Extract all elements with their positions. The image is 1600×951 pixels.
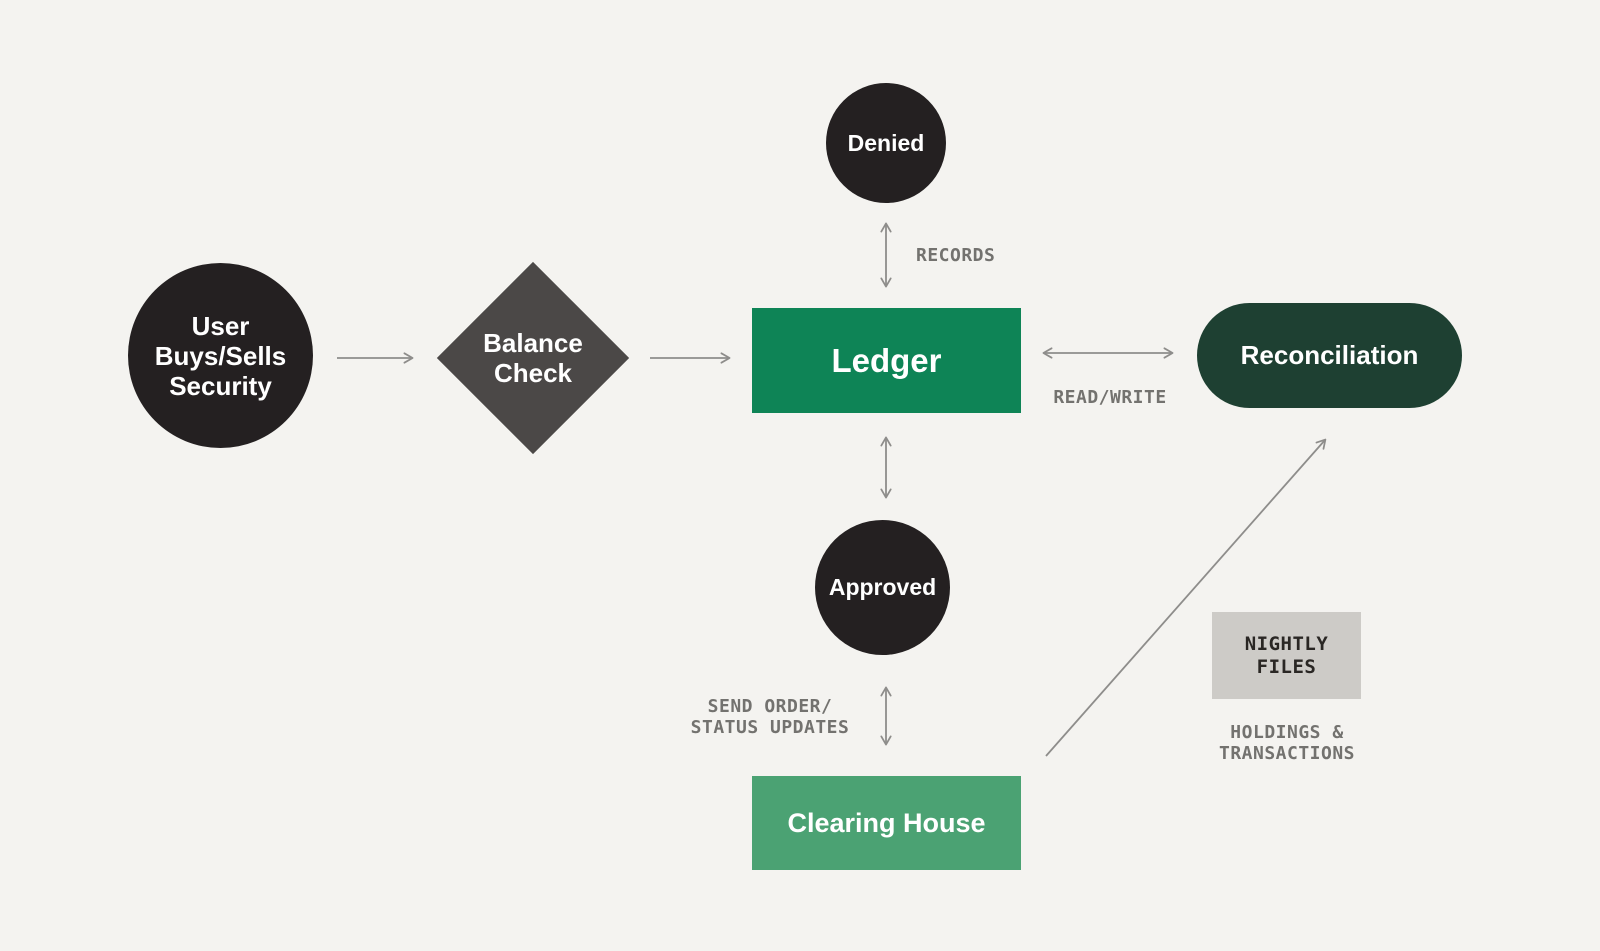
edge-label-records: RECORDS bbox=[916, 245, 996, 266]
edge-label-read-write: READ/WRITE bbox=[1053, 387, 1167, 408]
node-reconciliation: Reconciliation bbox=[1197, 303, 1462, 408]
edge-label-send-order-status-updates: SEND ORDER/ STATUS UPDATES bbox=[690, 696, 850, 738]
ledger-node-label: Ledger bbox=[831, 341, 942, 379]
caption-holdings-transactions: HOLDINGS & TRANSACTIONS bbox=[1218, 722, 1356, 764]
node-approved: Approved bbox=[815, 520, 950, 655]
balance-check-label: Balance Check bbox=[483, 328, 583, 388]
reconciliation-node-label: Reconciliation bbox=[1240, 340, 1419, 370]
clearing-house-node-label: Clearing House bbox=[787, 807, 986, 838]
nightly-files-label: NIGHTLY FILES bbox=[1244, 632, 1329, 678]
node-balance-check: Balance Check bbox=[436, 261, 630, 455]
node-denied: Denied bbox=[826, 83, 946, 203]
node-user-buys-sells-security: User Buys/Sells Security bbox=[128, 263, 313, 448]
node-clearing-house: Clearing House bbox=[752, 776, 1021, 870]
approved-node-label: Approved bbox=[828, 574, 937, 600]
node-nightly-files: NIGHTLY FILES bbox=[1212, 612, 1361, 699]
denied-node-label: Denied bbox=[847, 129, 925, 156]
node-ledger: Ledger bbox=[752, 308, 1021, 413]
arrow-clearing-house-to-reconciliation bbox=[1045, 438, 1327, 757]
user-node-label: User Buys/Sells Security bbox=[154, 310, 287, 401]
